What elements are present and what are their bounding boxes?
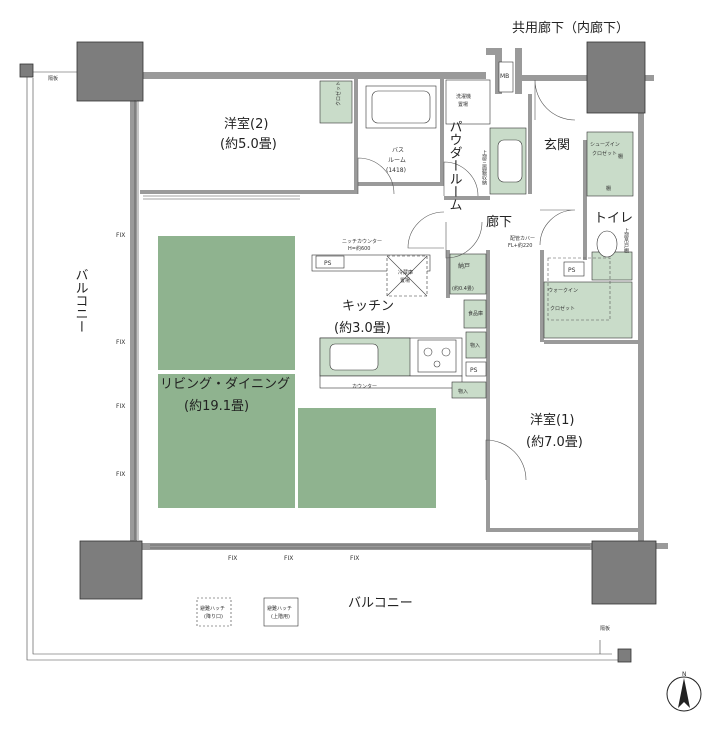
room1-label: 洋室(1)	[530, 412, 574, 428]
kitchen-label: キッチン	[342, 299, 394, 314]
evac-down-1: 避難ハッチ	[200, 605, 225, 612]
fix-label-3: FIX	[116, 403, 125, 410]
post-top-left	[19, 63, 34, 78]
pantry-box	[463, 299, 487, 329]
walk-in-closet	[543, 281, 633, 339]
storage-label-2: 物入	[458, 388, 468, 395]
ps-label-1: PS	[324, 260, 332, 267]
wic-label-1: ウォークイン	[548, 287, 578, 294]
upper-cabinet-label: 上部吊戸棚	[623, 227, 629, 254]
entrance-label: 玄関	[544, 138, 570, 153]
bar-counter	[319, 375, 463, 389]
room2-area: (約5.0畳)	[220, 137, 277, 152]
ps-box-3	[465, 361, 487, 377]
fridge-label-2: 置場	[400, 277, 410, 284]
windows	[134, 100, 590, 549]
evac-down-2: (降り口)	[204, 613, 223, 620]
ps-box-1	[315, 255, 345, 269]
bath-label-3: (1418)	[386, 167, 406, 174]
fix-label-5: FIX	[228, 555, 237, 562]
shoes-label-2: クロゼット	[592, 150, 617, 157]
room1-area: (約7.0畳)	[526, 435, 583, 450]
powder-label: パウダールーム	[447, 120, 463, 211]
toilet-counter	[591, 251, 633, 281]
ps-label-2: PS	[568, 267, 576, 274]
sink	[497, 139, 523, 183]
living-label: リビング・ダイニング	[160, 377, 290, 392]
toilet-label: トイレ	[594, 211, 633, 226]
washer-area	[445, 79, 491, 125]
hallway-label: 廊下	[486, 214, 512, 230]
mb-label: MB	[500, 73, 509, 80]
storage-box-1	[465, 331, 487, 359]
shoes-closet	[586, 131, 634, 197]
evac-up-2: (上階用)	[271, 613, 290, 620]
north-arrow	[666, 676, 702, 712]
fix-label-2: FIX	[116, 339, 125, 346]
walk-in-dashed	[547, 257, 611, 321]
column-bottom-left	[79, 540, 143, 600]
north-label: N	[682, 671, 687, 678]
storage-box-2	[451, 381, 487, 399]
piping-label-1: 配管カバー	[510, 235, 535, 242]
pantry-label: 食品庫	[468, 310, 483, 317]
column-top-right	[586, 41, 646, 114]
floor-living-right	[298, 408, 436, 508]
evac-up-1: 避難ハッチ	[267, 605, 292, 612]
partition-label-2: 隔板	[600, 625, 610, 632]
shelf-label-2: 棚	[606, 185, 611, 192]
washer-label-1: 洗濯機	[456, 93, 471, 100]
corridor-label: 共用廊下（内廊下）	[512, 20, 629, 36]
toilet-bowl	[596, 230, 618, 258]
ps-box-2	[563, 261, 585, 277]
post-bottom-right	[617, 648, 632, 663]
counter-label: カウンター	[352, 383, 377, 390]
kitchen-area: (約3.0畳)	[334, 321, 391, 336]
piping-label-2: FL+約220	[508, 242, 532, 249]
column-bottom-right	[591, 540, 657, 605]
upper-mirror-label: 上部三面鏡収納	[481, 149, 487, 186]
floor-living-left	[158, 374, 295, 508]
nando-area: (約0.4畳)	[452, 285, 474, 292]
column-top-left	[76, 41, 144, 102]
floor-living-top	[158, 236, 295, 370]
fix-label-6: FIX	[284, 555, 293, 562]
bathtub	[371, 90, 431, 124]
balcony-bottom-label: バルコニー	[348, 596, 413, 611]
evac-hatch-up-box	[263, 597, 299, 627]
shoes-label-1: シューズイン	[590, 141, 620, 148]
washer-label-2: 置場	[458, 101, 468, 108]
kitchen-sink	[329, 343, 379, 371]
nando	[449, 253, 487, 295]
balcony-left-label: バルコニー	[73, 268, 89, 333]
fridge-label-1: 冷蔵庫	[398, 269, 413, 276]
nando-label: 納戸	[458, 262, 470, 270]
mb-box	[498, 61, 514, 93]
storage-label-1: 物入	[470, 342, 480, 349]
room2-label: 洋室(2)	[224, 116, 268, 132]
fix-label-4: FIX	[116, 471, 125, 478]
closet-room2-label: クロゼット	[335, 81, 342, 106]
partition-label-1: 隔板	[48, 75, 58, 82]
shelf-label-1: 棚	[618, 153, 623, 160]
fix-label-7: FIX	[350, 555, 359, 562]
bath-label-2: ルーム	[388, 157, 406, 164]
doors	[357, 79, 576, 481]
closet-room2	[319, 80, 353, 124]
niche-label-1: ニッチカウンター	[342, 238, 382, 245]
fix-label-1: FIX	[116, 232, 125, 239]
ps-label-3: PS	[470, 367, 478, 374]
stove	[417, 339, 457, 373]
evac-hatch-down-box	[196, 597, 232, 627]
bath-label-1: バス	[392, 147, 404, 154]
living-area: (約19.1畳)	[184, 399, 249, 414]
wic-label-2: クロゼット	[550, 305, 575, 312]
niche-label-2: H=約600	[348, 245, 371, 252]
